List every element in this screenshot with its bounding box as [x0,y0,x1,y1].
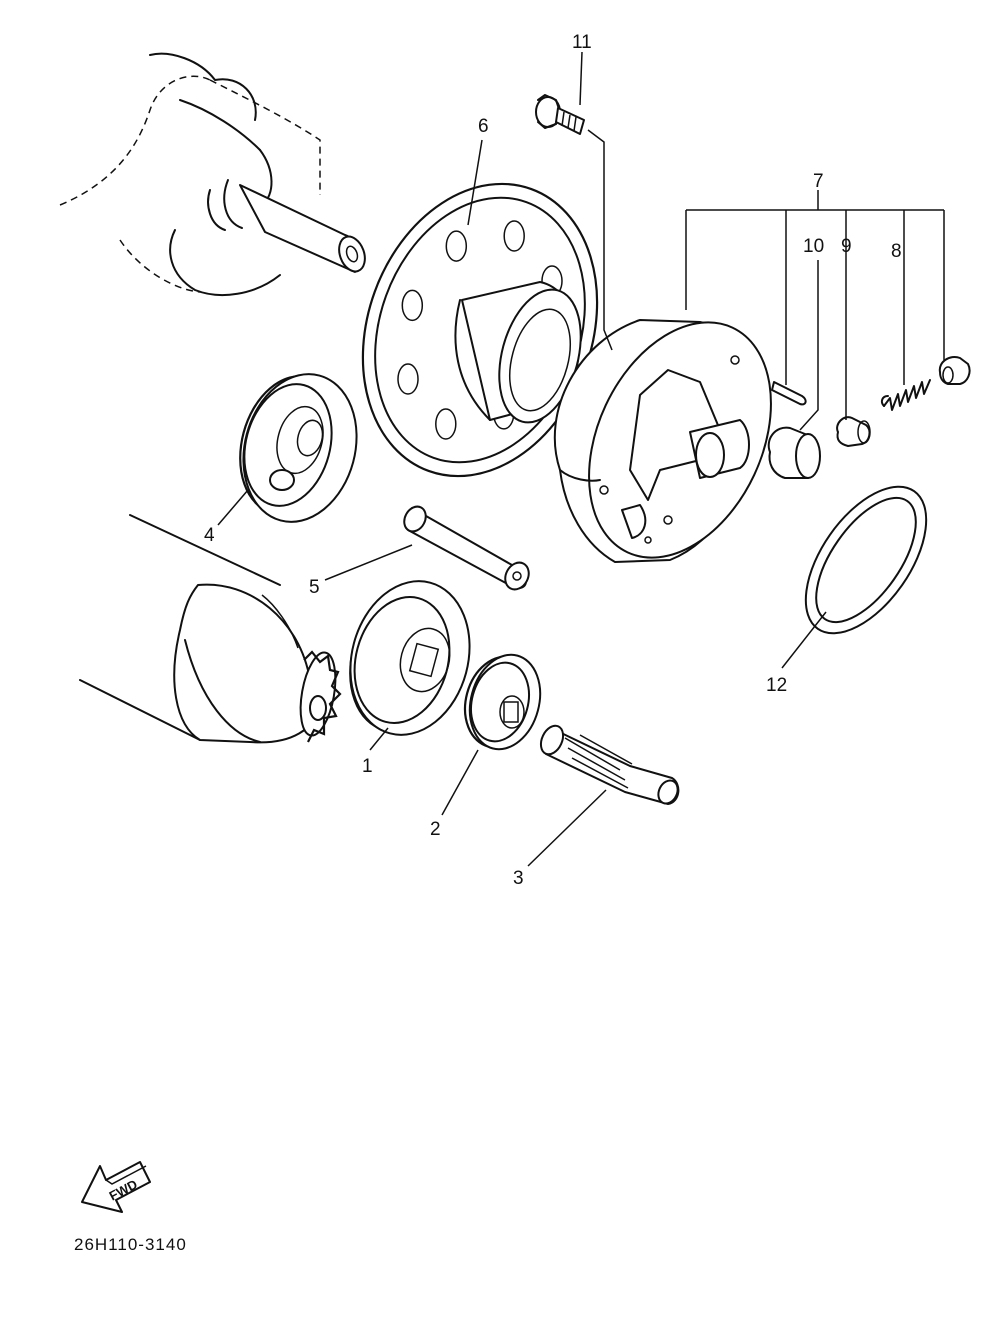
part-8-spring [880,379,931,411]
forward-direction-arrow-icon: FWD [81,1161,151,1213]
gear-hole [401,289,424,322]
label-12: 12 [766,675,787,696]
starter-motor [79,514,342,744]
part-number-labels: 1 2 3 4 5 6 7 8 9 10 11 12 [204,32,902,889]
part-2-small-gear [463,653,542,751]
label-6: 6 [478,116,489,137]
part-6-large-gear [361,182,599,478]
label-10: 10 [803,236,824,257]
part-spring-cap [938,356,971,385]
diagram-code: 26H110-3140 [74,1235,187,1254]
part-3-splined-shaft [539,724,680,805]
part-roller-pin [771,381,807,406]
part-11-bolt [535,94,585,135]
label-1: 1 [362,756,373,777]
part-4-idler-gear [239,373,358,523]
label-2: 2 [430,819,441,840]
leader-lines [217,51,945,867]
label-4: 4 [204,525,215,546]
gear-hole [397,363,419,395]
label-7: 7 [813,171,824,192]
label-11: 11 [572,32,592,53]
part-10-roller [767,426,821,479]
part-1-gear [349,580,471,736]
part-12-washer [804,485,928,635]
part-7-starter-clutch [553,319,772,563]
gear-hole [435,408,457,440]
label-9: 9 [841,236,852,257]
label-8: 8 [891,241,902,262]
crankshaft-outline [59,52,366,296]
label-3: 3 [513,868,524,889]
part-5-idler-shaft [403,505,530,591]
gear-hole [445,230,468,262]
gear-hole [503,220,525,252]
part-9-plunger [836,416,871,447]
label-5: 5 [309,577,320,598]
